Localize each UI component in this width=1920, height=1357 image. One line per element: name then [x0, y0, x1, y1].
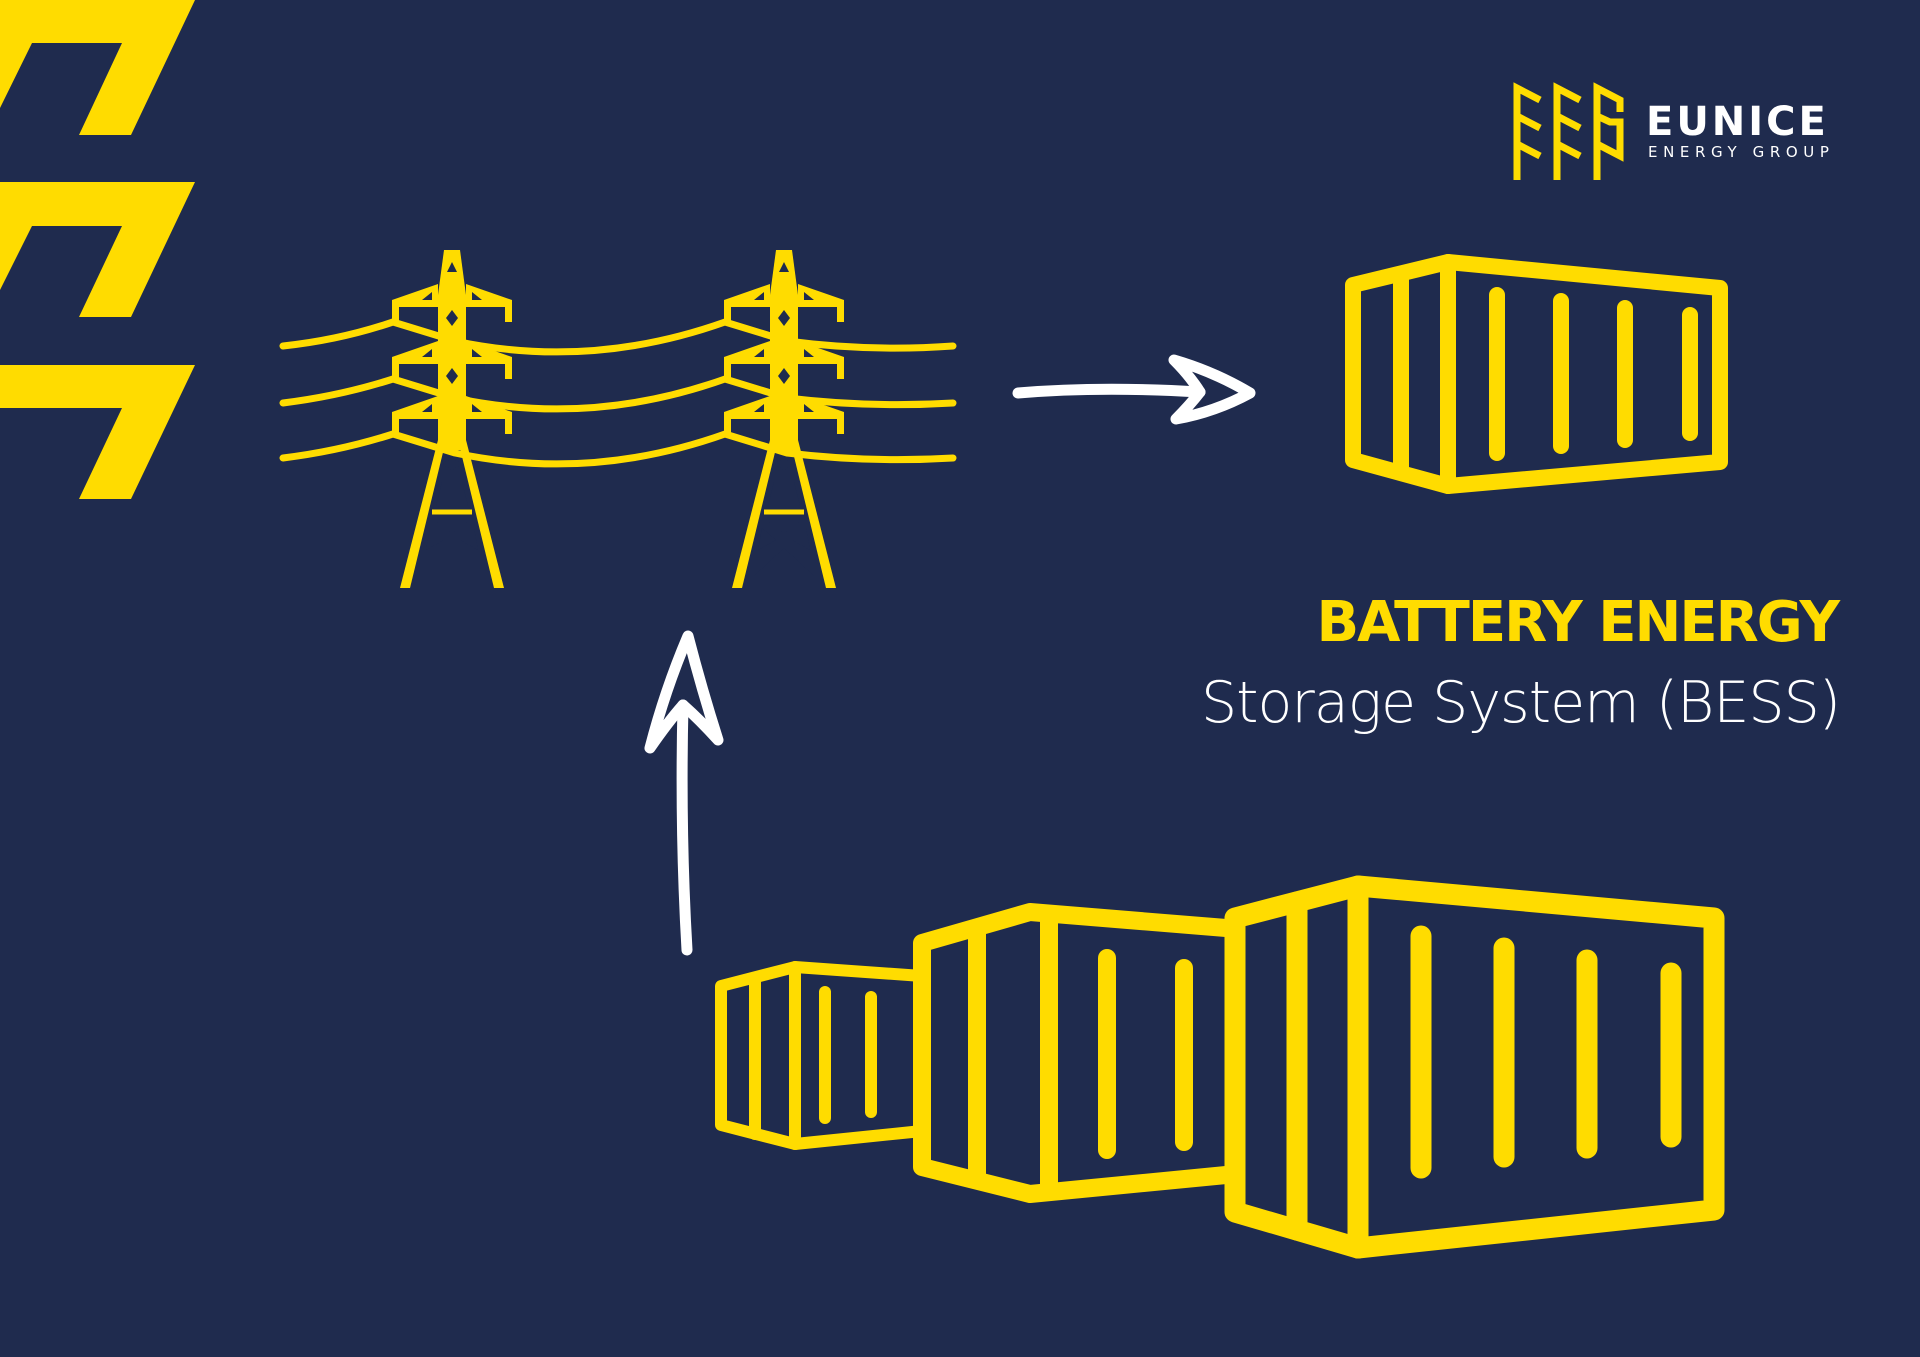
arrow-right-icon: [1012, 354, 1256, 425]
wire-1: [279, 318, 957, 356]
transmission-tower-1-icon: [392, 250, 512, 588]
chevron-shape-1: [0, 0, 195, 135]
chevron-shape-3: [0, 365, 195, 499]
power-lines: [279, 318, 957, 468]
brand-name: EUNICE: [1646, 99, 1829, 145]
wire-2: [279, 375, 957, 413]
headline-line-2: Storage System (BESS): [1200, 670, 1841, 736]
battery-container-single-icon: [1345, 254, 1728, 494]
headline-line-1: BATTERY ENERGY: [1316, 590, 1840, 655]
arrow-up-icon: [644, 630, 724, 956]
eunice-logo-mark-icon: [1513, 82, 1624, 180]
chevron-shape-2: [0, 182, 195, 317]
battery-container-medium: [913, 903, 1235, 1203]
transmission-tower-2-icon: [724, 250, 844, 588]
battery-container-small: [715, 961, 928, 1150]
decorative-chevrons: [0, 0, 195, 499]
battery-container-large: [1224, 875, 1725, 1259]
wire-3: [279, 430, 957, 468]
battery-container-group-icon: [715, 875, 1725, 1259]
brand-tagline: ENERGY GROUP: [1648, 143, 1835, 161]
